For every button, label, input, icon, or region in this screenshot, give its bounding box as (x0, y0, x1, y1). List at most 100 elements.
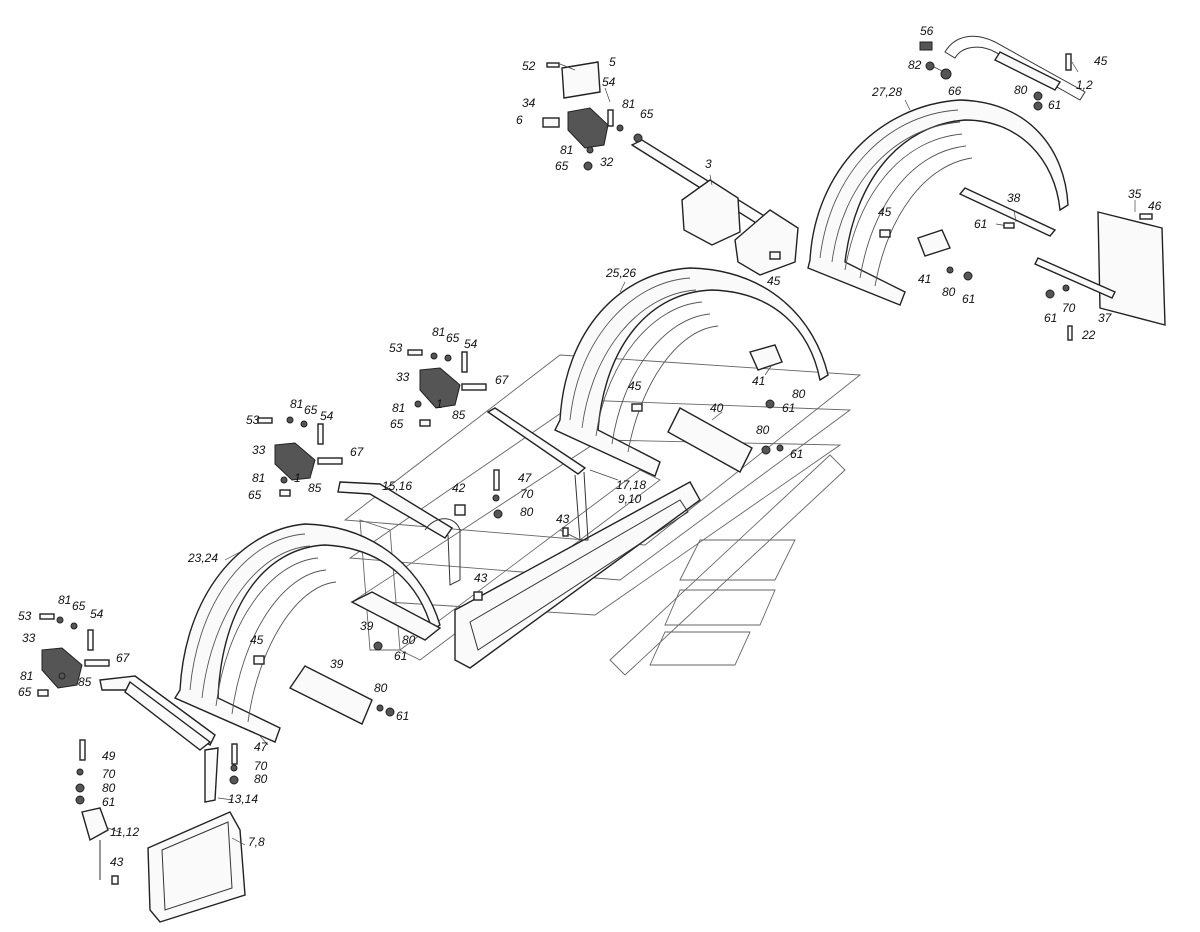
callout: 81 (622, 97, 635, 111)
callout: 67 (495, 373, 510, 387)
bumper-9-10 (454, 481, 701, 669)
fender-23-24 (173, 523, 441, 743)
bracket-33-low (41, 647, 83, 689)
bracket-arm-17-18 (486, 407, 589, 541)
callout: 1 (436, 397, 443, 411)
callout: 40 (710, 401, 724, 415)
callout: 80 (942, 285, 956, 299)
callout: 45 (250, 633, 264, 647)
callout: 45 (628, 379, 642, 393)
panel-40 (667, 407, 753, 473)
callout: 49 (102, 749, 116, 763)
callout: 23,24 (187, 551, 218, 565)
callout: 54 (90, 607, 104, 621)
callout: 61 (962, 292, 975, 306)
callout: 80 (254, 772, 268, 786)
callout: 41 (918, 272, 931, 286)
callout: 56 (920, 24, 934, 38)
callout: 85 (308, 481, 322, 495)
bracket-33-mid (274, 442, 316, 481)
bracket-33-top (419, 367, 461, 409)
bracket-arm-15-16 (337, 481, 461, 586)
callout: 81 (20, 669, 33, 683)
callout: 6 (516, 113, 523, 127)
callout: 43 (110, 855, 124, 869)
callout: 61 (782, 401, 795, 415)
callout: 34 (522, 96, 536, 110)
callout: 33 (252, 443, 266, 457)
callout: 81 (560, 143, 573, 157)
callout: 3 (705, 157, 712, 171)
callout: 42 (452, 481, 466, 495)
callout: 66 (948, 84, 962, 98)
callout: 25,26 (605, 266, 636, 280)
callout-labels: 52 5 54 34 6 81 65 81 65 32 56 82 45 1,2… (18, 24, 1162, 869)
callout: 1,2 (1076, 78, 1093, 92)
fasteners (37, 41, 1153, 885)
callout: 65 (72, 599, 86, 613)
callout: 43 (474, 571, 488, 585)
callout: 80 (374, 681, 388, 695)
callout: 65 (640, 107, 654, 121)
fender-25-26 (554, 267, 829, 477)
callout: 45 (878, 205, 892, 219)
callout: 80 (792, 387, 806, 401)
callout: 46 (1148, 199, 1162, 213)
callout: 33 (396, 370, 410, 384)
callout: 54 (464, 337, 478, 351)
callout: 65 (446, 331, 460, 345)
callout: 33 (22, 631, 36, 645)
axle-bracket-3 (630, 139, 799, 276)
panel-41-mid (749, 344, 783, 371)
callout: 5 (609, 55, 616, 69)
panel-39 (288, 591, 442, 725)
callout: 65 (248, 488, 262, 502)
callout: 81 (252, 471, 265, 485)
bracket-arm-13-14 (99, 675, 219, 803)
callout: 43 (556, 512, 570, 526)
callout: 39 (330, 657, 344, 671)
callout: 65 (304, 403, 318, 417)
callout: 37 (1098, 311, 1113, 325)
callout: 81 (290, 397, 303, 411)
callout: 80 (756, 423, 770, 437)
callout: 65 (555, 159, 569, 173)
callout: 35 (1128, 187, 1142, 201)
callout: 61 (396, 709, 409, 723)
callout: 7,8 (248, 835, 265, 849)
callout: 38 (1007, 191, 1021, 205)
callout: 80 (102, 781, 116, 795)
callout: 65 (18, 685, 32, 699)
callout: 65 (390, 417, 404, 431)
mudflap-7-8 (147, 811, 246, 923)
callout: 39 (360, 619, 374, 633)
callout: 85 (78, 675, 92, 689)
callout: 17,18 (616, 478, 646, 492)
callout: 80 (1014, 83, 1028, 97)
callout: 70 (254, 759, 268, 773)
panel-38 (958, 187, 1057, 237)
callout: 81 (432, 325, 445, 339)
callout: 15,16 (382, 479, 412, 493)
callout: 70 (520, 487, 534, 501)
bracket-32 (567, 107, 609, 149)
callout: 1 (294, 471, 301, 485)
tube-1-2 (944, 35, 1086, 101)
callout: 82 (908, 58, 922, 72)
callout: 45 (1094, 54, 1108, 68)
callout: 61 (102, 795, 115, 809)
callout: 53 (389, 341, 403, 355)
callout: 11,12 (110, 825, 139, 839)
callout: 45 (767, 274, 781, 288)
callout: 47 (518, 471, 533, 485)
callout: 54 (320, 409, 334, 423)
bracket-11-12 (81, 807, 109, 880)
callout: 67 (350, 445, 365, 459)
callout: 61 (974, 217, 987, 231)
callout: 32 (600, 155, 614, 169)
callout: 61 (1048, 98, 1061, 112)
panel-41-top (917, 229, 951, 257)
plate-5 (561, 61, 601, 99)
